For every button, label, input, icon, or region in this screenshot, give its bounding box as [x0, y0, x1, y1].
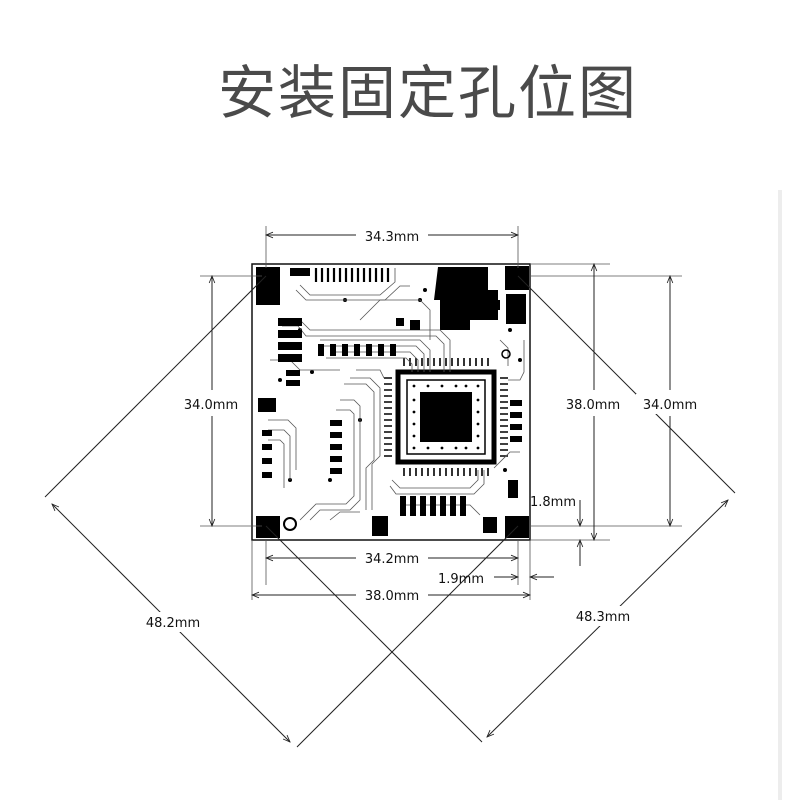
smd-components: [262, 272, 522, 516]
label-bottom-hole-span: 34.2mm: [365, 552, 419, 567]
mounting-pad-bottom-left: [256, 516, 280, 538]
label-left-hole-span: 34.0mm: [184, 398, 238, 413]
pad-left-mid: [258, 398, 276, 412]
mounting-pad-top-right: [505, 266, 529, 290]
label-diagonal-right: 48.3mm: [576, 610, 630, 625]
mounting-pad-top-left: [256, 267, 280, 305]
dimension-labels: 34.3mm 34.0mm 38.0mm 34.0mm 1.8mm 34.2mm…: [146, 230, 697, 631]
label-board-height: 38.0mm: [566, 398, 620, 413]
page-title: 安装固定孔位图: [217, 59, 638, 127]
label-horizontal-offset: 1.9mm: [438, 572, 484, 587]
label-board-width: 38.0mm: [365, 589, 419, 604]
label-vertical-offset: 1.8mm: [530, 495, 576, 510]
pcb-board: [251, 263, 531, 541]
label-diagonal-left: 48.2mm: [146, 616, 200, 631]
main-ic-die: [420, 392, 472, 442]
label-backgrounds: [138, 226, 704, 632]
pad-bottom-right-inner: [483, 517, 497, 533]
pad-bottom-mid: [372, 516, 388, 536]
top-connector: [314, 268, 390, 282]
label-top-hole-span: 34.3mm: [365, 230, 419, 245]
page-edge-divider: [778, 190, 782, 800]
label-right-hole-span: 34.0mm: [643, 398, 697, 413]
